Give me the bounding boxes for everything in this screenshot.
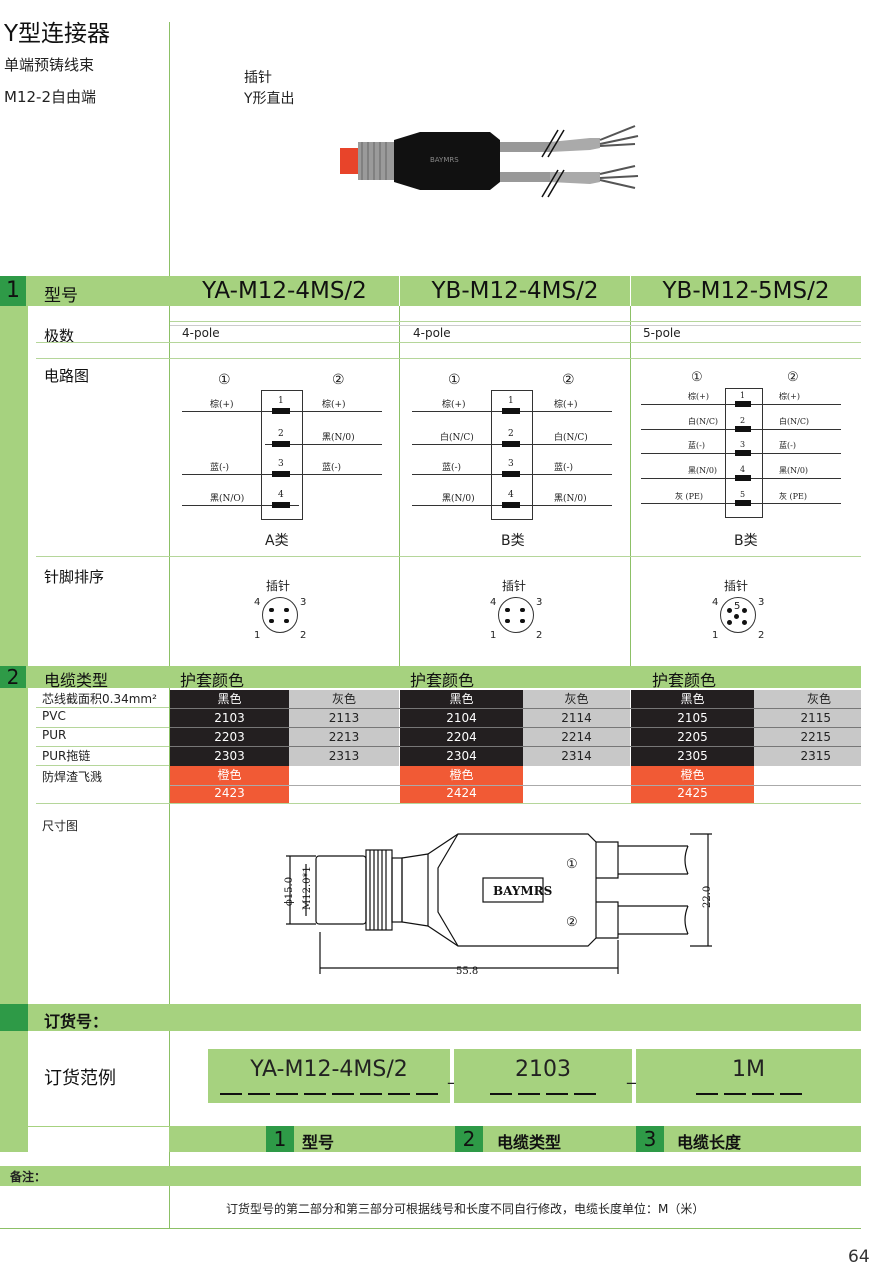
page-title: Y型连接器 <box>4 21 111 47</box>
model-label: 型号 <box>44 286 78 306</box>
jacket-label-1: 护套颜色 <box>180 671 245 690</box>
page-number: 64 <box>848 1247 870 1267</box>
left-bar <box>0 276 28 1136</box>
legend-cable-type: 电缆类型 <box>497 1133 562 1152</box>
order-example-label: 订货范例 <box>44 1068 116 1089</box>
order-part-2: 2103 <box>454 1049 632 1103</box>
svg-text:55.8: 55.8 <box>456 966 478 977</box>
svg-text:②: ② <box>566 915 578 930</box>
svg-text:22.0: 22.0 <box>702 886 713 908</box>
poles-3: 5-pole <box>643 326 681 340</box>
svg-text:BAYMRS: BAYMRS <box>493 884 552 898</box>
legend-model: 型号 <box>302 1133 335 1152</box>
dim-label: 尺寸图 <box>42 819 79 833</box>
pinout-3: 插针 5 4 3 1 2 <box>712 579 765 641</box>
order-part-3: 1M <box>636 1049 861 1103</box>
row-label-pur: PUR <box>42 728 67 742</box>
notes-label: 备注： <box>10 1170 47 1184</box>
product-type-2: Y形直出 <box>244 91 295 107</box>
jacket-label-3: 护套颜色 <box>652 671 717 690</box>
section1-num: 1 <box>0 276 26 306</box>
poles-1: 4-pole <box>182 326 220 340</box>
product-image: BAYMRS <box>340 125 639 198</box>
brand-label: BAYMRS <box>430 156 459 164</box>
model-3: YB-M12-5MS/2 <box>662 278 830 304</box>
order-label: 订货号： <box>44 1012 109 1031</box>
model-2: YB-M12-4MS/2 <box>431 278 599 304</box>
pinout-label: 针脚排序 <box>44 568 105 586</box>
row-label-area: 芯线截面积0.34mm² <box>42 692 157 706</box>
dimension-drawing: BAYMRS ① ② 55.8 ϕ15.0 M12.0*1 22.0 <box>284 833 713 977</box>
subtitle-1: 单端预铸线束 <box>4 56 95 74</box>
row-label-purt: PUR拖链 <box>42 749 91 763</box>
subtitle-2: M12-2自由端 <box>4 88 96 106</box>
poles-2: 4-pole <box>413 326 451 340</box>
legend-cable-length: 电缆长度 <box>677 1133 742 1152</box>
notes-text: 订货型号的第二部分和第三部分可根据线号和长度不同自行修改，电缆长度单位：M（米） <box>226 1202 705 1216</box>
circuit-a: ① ② 1 2 3 4 棕(+) 蓝(-) 黑(N/O) 棕(+) 黑(N/0)… <box>182 364 382 554</box>
svg-text:M12.0*1: M12.0*1 <box>302 866 313 910</box>
circuit-c: ① ② 1 2 3 4 5 棕(+) 白(N/C) 蓝(-) 黑(N/0) 灰 … <box>641 364 841 554</box>
pinout-1: 插针 4 3 1 2 <box>254 579 307 641</box>
jacket-label-2: 护套颜色 <box>410 671 475 690</box>
row-label-anti: 防焊渣飞溅 <box>42 770 103 784</box>
notes-bar <box>0 1166 861 1186</box>
circuit-label: 电路图 <box>44 367 90 385</box>
section2-header <box>28 666 861 688</box>
svg-text:ϕ15.0: ϕ15.0 <box>284 877 295 906</box>
circuit-b: ① ② 1 2 3 4 棕(+) 白(N/C) 蓝(-) 黑(N/0) 棕(+)… <box>412 364 612 554</box>
svg-text:①: ① <box>566 857 578 872</box>
product-type-1: 插针 <box>244 70 272 86</box>
row-label-pvc: PVC <box>42 709 66 723</box>
pinout-2: 插针 4 3 1 2 <box>490 579 543 641</box>
cable-type-label: 电缆类型 <box>44 671 109 690</box>
section2-num: 2 <box>0 666 26 688</box>
order-header <box>0 1004 861 1031</box>
section1-header <box>28 276 861 306</box>
poles-label: 极数 <box>44 327 75 345</box>
model-1: YA-M12-4MS/2 <box>202 278 367 304</box>
order-part-1: YA-M12-4MS/2 <box>208 1049 450 1103</box>
